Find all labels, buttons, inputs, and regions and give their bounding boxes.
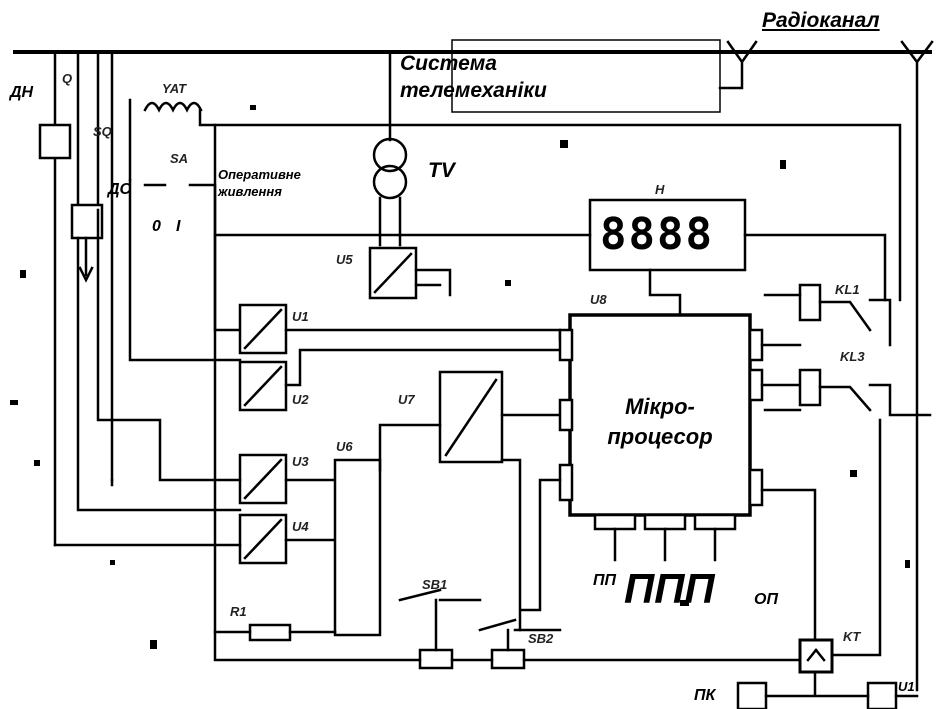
- antenna-right: [900, 40, 934, 692]
- u1-bottom-label: U1: [898, 679, 915, 694]
- feeder-lines: [53, 50, 132, 547]
- microprocessor-label: Мікро- процесор: [607, 394, 713, 449]
- pk-box: [736, 681, 768, 709]
- switch-zero-label: 0: [152, 218, 161, 235]
- radio-channel-label: Радіоканал: [762, 9, 880, 32]
- tag-sa: SA: [170, 151, 189, 166]
- tag-sq: SQ: [93, 124, 112, 139]
- ppp-label: ППП: [624, 565, 715, 612]
- pp-label: ПП: [593, 572, 617, 589]
- tag-u4: U4: [292, 519, 309, 534]
- op-label: ОП: [754, 591, 778, 608]
- mp-port-left-3: [558, 463, 574, 502]
- tv-label: TV: [428, 159, 455, 182]
- tag-u6: U6: [336, 439, 353, 454]
- pk-label: ПК: [694, 687, 716, 704]
- ds-label: ДС: [108, 181, 132, 198]
- tag-kt: KT: [843, 629, 861, 644]
- scan-noise: [10, 105, 910, 649]
- tag-u2: U2: [292, 392, 309, 407]
- mp-port-left-1: [558, 328, 574, 362]
- tv-coil-bottom: [372, 164, 408, 200]
- u6-multiplexer: [333, 458, 382, 637]
- tag-kl1: KL1: [835, 282, 860, 297]
- kt-unit: [798, 638, 834, 674]
- tag-h: H: [655, 182, 665, 197]
- display-digits: 8888: [600, 209, 714, 260]
- mp-port-left-2: [558, 398, 574, 432]
- tv-coil-top: [372, 137, 408, 173]
- ds-arrow: [78, 236, 94, 283]
- tag-u1: U1: [292, 309, 309, 324]
- antenna-left: [718, 40, 758, 90]
- mp-port-bottom-3: [693, 513, 737, 531]
- telemechanics-box: [451, 39, 721, 113]
- tag-yat: YAT: [162, 81, 187, 96]
- operative-power-label: Оперативне живлення: [218, 167, 301, 199]
- tag-u5: U5: [336, 252, 353, 267]
- tag-u7: U7: [398, 392, 415, 407]
- sb2-switch: [478, 618, 562, 632]
- kl1-relay: [798, 283, 822, 322]
- tag-sb1: SB1: [422, 577, 448, 592]
- tag-u3: U3: [292, 454, 309, 469]
- microprocessor-box: [568, 313, 752, 517]
- mp-port-right-2: [748, 368, 764, 402]
- tag-u8: U8: [590, 292, 607, 307]
- mp-port-bottom-2: [643, 513, 687, 531]
- display-box: [588, 198, 747, 272]
- sb1-box: [418, 648, 454, 670]
- u1-bottom-box: [866, 681, 898, 709]
- tag-r1: R1: [230, 604, 247, 619]
- telemechanics-label: Система телемеханіки: [400, 52, 547, 103]
- mp-port-right-1: [748, 328, 764, 362]
- mp-port-bottom-1: [593, 513, 637, 531]
- mp-port-right-3: [748, 468, 764, 507]
- switch-one-label: I: [176, 218, 181, 235]
- tag-q: Q: [62, 71, 73, 86]
- kl3-relay: [798, 368, 822, 407]
- tag-kl3: KL3: [840, 349, 865, 364]
- yat-coil: [143, 101, 203, 113]
- dn-sensor-box: [38, 123, 72, 160]
- r1-resistor: [248, 623, 292, 642]
- tag-sb2: SB2: [528, 631, 554, 646]
- dn-label: ДН: [10, 84, 34, 101]
- sb1-switch: [398, 588, 482, 602]
- sb2-box: [490, 648, 526, 670]
